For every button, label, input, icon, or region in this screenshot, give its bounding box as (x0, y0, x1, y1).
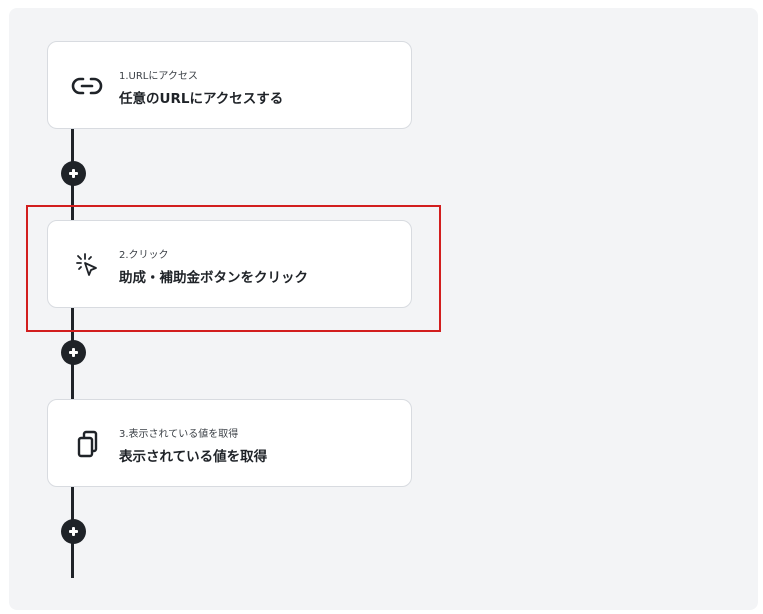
step-label: 3.表示されている値を取得 (119, 429, 239, 440)
add-step-button[interactable] (61, 340, 86, 365)
step-title: 任意のURLにアクセスする (119, 91, 284, 107)
step-label: 2.クリック (119, 250, 169, 261)
step-title: 助成・補助金ボタンをクリック (119, 270, 308, 286)
step-card-click[interactable]: 2.クリック 助成・補助金ボタンをクリック (47, 220, 412, 308)
step-label: 1.URLにアクセス (119, 71, 198, 82)
add-step-button[interactable] (61, 519, 86, 544)
cursor-click-icon (68, 246, 106, 284)
step-card-url-access[interactable]: 1.URLにアクセス 任意のURLにアクセスする (47, 41, 412, 129)
copy-icon (68, 425, 106, 463)
step-title: 表示されている値を取得 (119, 449, 268, 465)
step-card-get-value[interactable]: 3.表示されている値を取得 表示されている値を取得 (47, 399, 412, 487)
add-step-button[interactable] (61, 161, 86, 186)
link-icon (68, 67, 106, 105)
